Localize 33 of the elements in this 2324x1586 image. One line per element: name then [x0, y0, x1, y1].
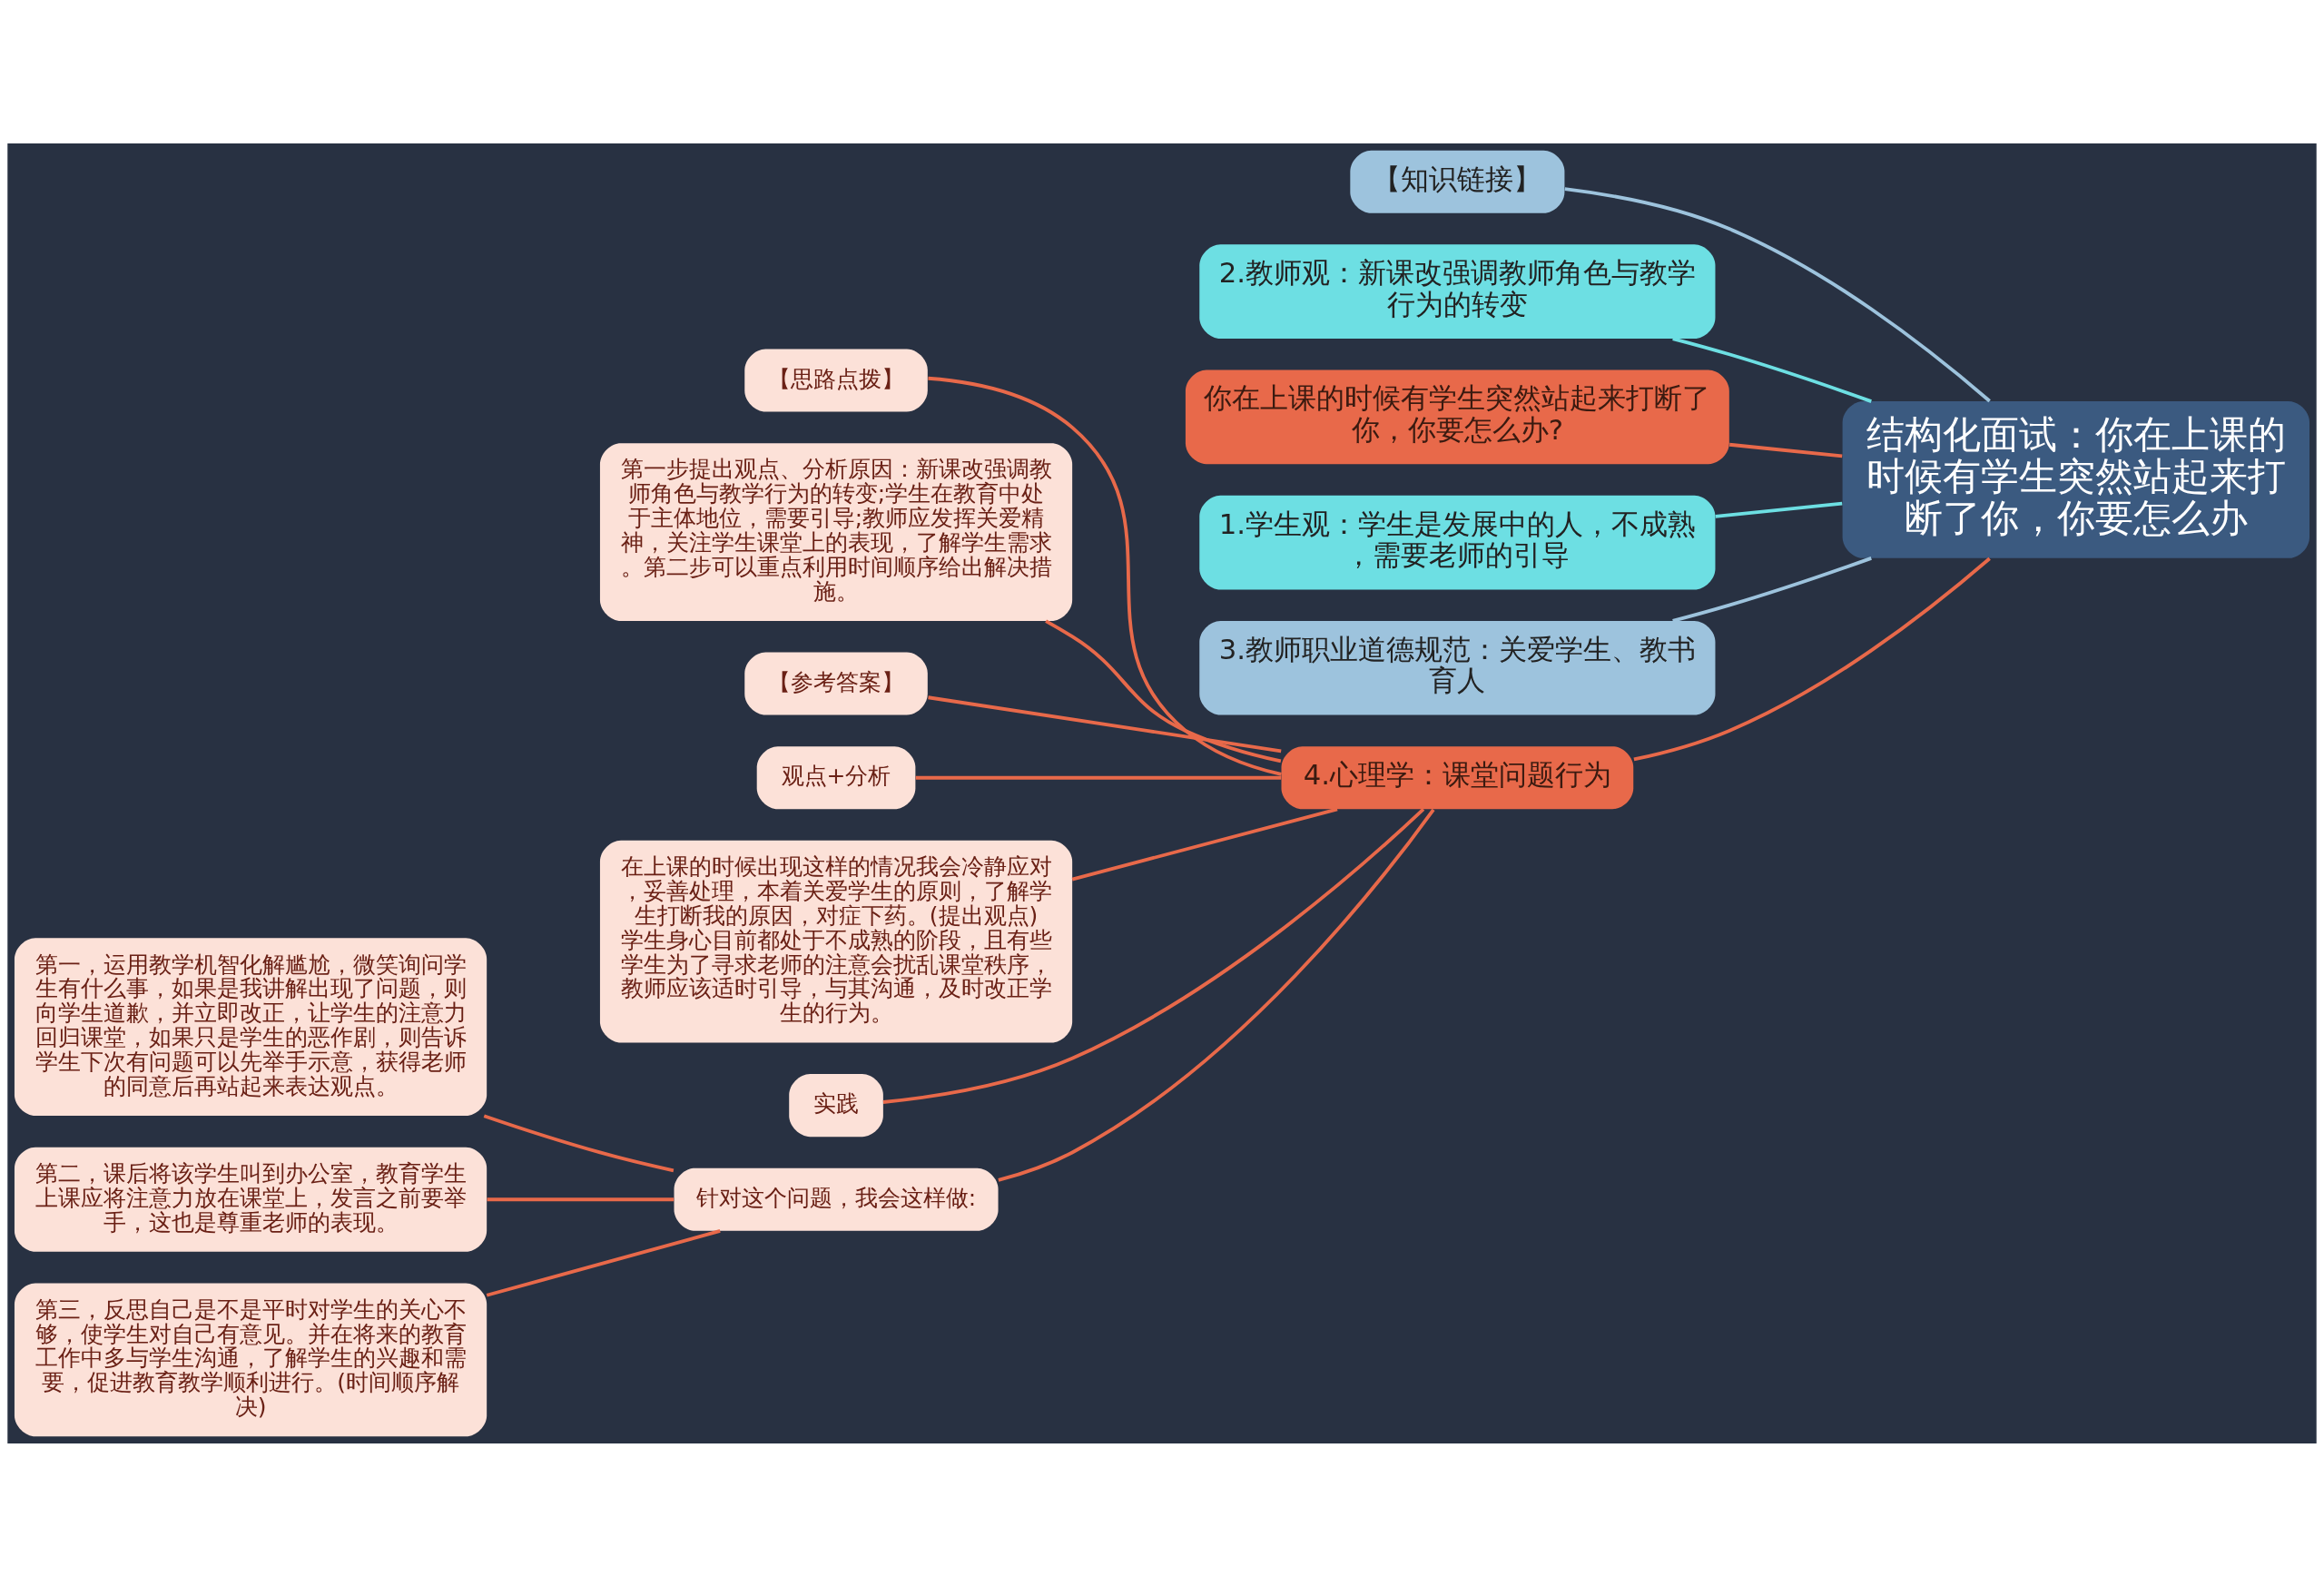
- node-box: 你在上课的时候有学生突然站起来打断了你，你要怎么办?: [1185, 369, 1729, 464]
- node-box: 【思路点拨】: [744, 349, 928, 412]
- connector: [486, 1228, 721, 1297]
- connector: [1672, 336, 1872, 403]
- node-box: 2.教师观：新课改强调教师角色与教学行为的转变: [1199, 243, 1716, 339]
- node-box: 第二，课后将该学生叫到办公室，教育学生上课应将注意力放在课堂上，发言之前要举手，这也是尊重老师的表现。: [14, 1147, 487, 1252]
- node-box: 【知识链接】: [1350, 150, 1565, 213]
- node-box: 在上课的时候出现这样的情况我会冷静应对，妥善处理，本着关爱学生的原则，了解学生打断我的原因，对症下药。(提出观点)学生身心目前都处于不成熟的阶段，且有些学生为了寻求老师的注意会扰乱课堂秩序，教师应该适时引导，与其沟通，及时改正学生的行为。: [599, 840, 1073, 1042]
- node-box: 4.心理学：课堂问题行为: [1281, 745, 1634, 809]
- connector: [1715, 501, 1843, 518]
- node-box: 3.教师职业道德规范：关爱学生、教书育人: [1199, 620, 1716, 715]
- connector: [1672, 556, 1872, 623]
- node-box: 1.学生观：学生是发展中的人，不成熟，需要老师的引导: [1199, 495, 1716, 589]
- connector: [483, 1113, 675, 1172]
- node-box: 【参考答案】: [744, 652, 928, 715]
- connector: [487, 1197, 675, 1201]
- connector: [1633, 557, 1991, 761]
- connector: [1045, 619, 1282, 763]
- node-box: 实践: [789, 1073, 883, 1137]
- node-box: 第三，反思自己是不是平时对学生的关心不够，使学生对自己有意见。并在将来的教育工作中多与学生沟通，了解学生的兴趣和需要，促进教育教学顺利进行。(时间顺序解决): [14, 1282, 487, 1436]
- node-box: 结构化面试：你在上课的时候有学生突然站起来打断了你，你要怎么办: [1842, 400, 2310, 558]
- node-box: 第一，运用教学机智化解尴尬，微笑询问学生有什么事，如果是我讲解出现了问题，则向学生道歉，并立即改正，让学生的注意力回归课堂，如果只是学生的恶作剧，则告诉学生下次有问题可以先举手示意，获得老师的同意后再站起来表达观点。: [14, 937, 487, 1116]
- connector: [882, 807, 1425, 1104]
- connector: [928, 694, 1282, 753]
- connector: [928, 376, 1282, 776]
- connector: [1071, 806, 1338, 882]
- node-box: 针对这个问题，我会这样做:: [674, 1167, 999, 1231]
- connector: [1564, 186, 1991, 402]
- node-box: 观点+分析: [756, 745, 916, 809]
- connector: [1728, 442, 1843, 458]
- connector: [915, 775, 1282, 780]
- connector: [998, 808, 1435, 1182]
- node-box: 第一步提出观点、分析原因：新课改强调教师角色与教学行为的转变;学生在教育中处于主体地位，需要引导;教师应发挥关爱精神，关注学生课堂上的表现，了解学生需求。第二步可以重点利用时间顺序给出解决措施。: [599, 442, 1073, 621]
